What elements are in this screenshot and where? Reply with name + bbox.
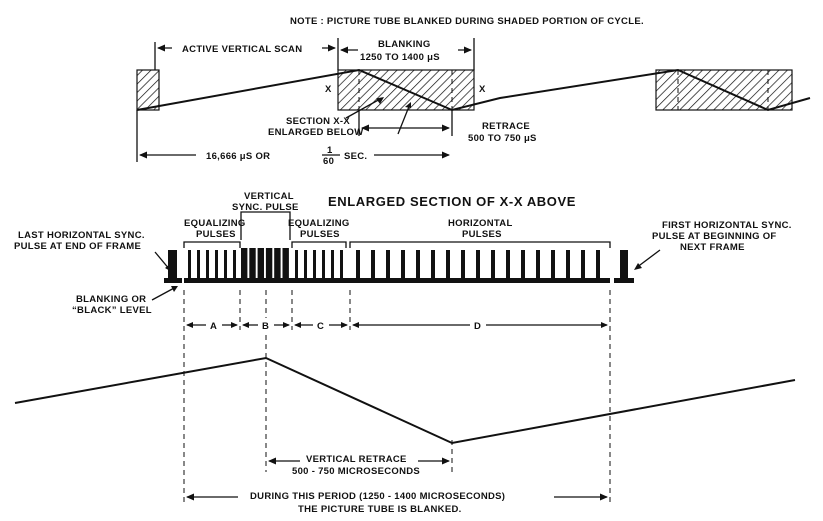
- equalizing-right-label: EQUALIZING: [288, 218, 350, 229]
- enlarged-section-title: ENLARGED SECTION OF X-X ABOVE: [328, 194, 576, 209]
- fraction-numerator: 1: [327, 145, 333, 156]
- horizontal-pulse: [491, 250, 495, 278]
- blanked-period-label: DURING THIS PERIOD (1250 - 1400 MICROSEC…: [250, 491, 505, 502]
- equalizing-pulse: [188, 250, 191, 278]
- blanking-level-label: BLANKING OR: [76, 294, 146, 305]
- first-horizontal-sync-pulse: [620, 250, 628, 283]
- horizontal-pulse: [401, 250, 405, 278]
- horizontal-pulse: [536, 250, 540, 278]
- note-text: NOTE : PICTURE TUBE BLANKED DURING SHADE…: [290, 16, 644, 27]
- last-sync-end-label: PULSE AT END OF FRAME: [14, 241, 141, 252]
- equalizing-pulse: [340, 250, 343, 278]
- sawtooth-waveform-top: [136, 68, 811, 112]
- pulse-train: [164, 248, 634, 283]
- enlarged-section: ENLARGED SECTION OF X-X ABOVE VERTICAL S…: [14, 191, 792, 505]
- equalizing-pulse: [331, 250, 334, 278]
- horizontal-label: HORIZONTAL: [448, 218, 513, 229]
- vertical-sync-serration: [282, 248, 289, 278]
- x-marker-right: X: [479, 84, 486, 95]
- top-sawtooth-diagram: ACTIVE VERTICAL SCAN BLANKING 1250 TO 14…: [136, 38, 811, 167]
- retrace-duration-label: 500 TO 750 μS: [468, 133, 537, 144]
- horizontal-pulse: [431, 250, 435, 278]
- vertical-retrace-duration-label: 500 - 750 MICROSECONDS: [292, 466, 420, 477]
- bottom-sawtooth-diagram: VERTICAL RETRACE 500 - 750 MICROSECONDS …: [14, 356, 796, 515]
- vertical-sync-serration: [274, 248, 281, 278]
- vertical-sync-serration: [241, 248, 248, 278]
- tube-blanked-label: THE PICTURE TUBE IS BLANKED.: [298, 504, 462, 515]
- equalizing-pulse: [206, 250, 209, 278]
- horizontal-pulse: [596, 250, 600, 278]
- horizontal-pulse: [551, 250, 555, 278]
- segment-a-label: A: [210, 321, 217, 332]
- seconds-label: SEC.: [344, 151, 367, 162]
- vertical-retrace-label: VERTICAL RETRACE: [306, 454, 407, 465]
- retrace-label: RETRACE: [482, 121, 530, 132]
- vertical-sync-serration: [265, 248, 273, 278]
- sync-pulse-label: SYNC. PULSE: [232, 202, 299, 213]
- equalizing-pulse: [233, 250, 236, 278]
- blanking-region-left: [136, 69, 160, 111]
- fraction-denominator: 60: [323, 156, 334, 167]
- horizontal-pulse: [446, 250, 450, 278]
- horizontal-pulse: [461, 250, 465, 278]
- equalizing-left-pulses-label: PULSES: [196, 229, 236, 240]
- blanking-pedestal: [184, 278, 610, 283]
- black-level-label: “BLACK” LEVEL: [72, 305, 152, 316]
- equalizing-pulse: [313, 250, 316, 278]
- equalizing-pulse: [295, 250, 298, 278]
- active-vertical-scan-label: ACTIVE VERTICAL SCAN: [182, 44, 302, 55]
- equalizing-pulse: [224, 250, 227, 278]
- equalizing-pulse: [197, 250, 200, 278]
- last-sync-pedestal: [164, 278, 182, 283]
- enlarged-below-label: ENLARGED BELOW: [268, 127, 364, 138]
- equalizing-left-label: EQUALIZING: [184, 218, 246, 229]
- horizontal-pulse: [566, 250, 570, 278]
- section-xx-label: SECTION X-X: [286, 116, 350, 127]
- x-marker-left: X: [325, 84, 332, 95]
- horizontal-pulse: [476, 250, 480, 278]
- first-sync-beginning-label: PULSE AT BEGINNING OF: [652, 231, 777, 242]
- vertical-sync-serration: [249, 248, 256, 278]
- horizontal-pulse: [371, 250, 375, 278]
- horizontal-pulse: [356, 250, 360, 278]
- equalizing-right-pulses-label: PULSES: [300, 229, 340, 240]
- period-label: 16,666 μS OR: [206, 151, 270, 162]
- horizontal-pulse: [521, 250, 525, 278]
- sawtooth-waveform-bottom: [14, 356, 796, 445]
- horizontal-pulses-label: PULSES: [462, 229, 502, 240]
- segment-b-label: B: [262, 321, 269, 332]
- first-sync-next-frame-label: NEXT FRAME: [680, 242, 745, 253]
- vertical-sync-label: VERTICAL: [244, 191, 294, 202]
- equalizing-pulse: [304, 250, 307, 278]
- last-sync-label: LAST HORIZONTAL SYNC.: [18, 230, 145, 241]
- equalizing-pulse: [322, 250, 325, 278]
- horizontal-pulse: [506, 250, 510, 278]
- segment-d-label: D: [474, 321, 481, 332]
- blanking-duration-label: 1250 TO 1400 μS: [360, 52, 440, 63]
- blanking-label: BLANKING: [378, 39, 431, 50]
- equalizing-pulse: [215, 250, 218, 278]
- horizontal-pulse: [416, 250, 420, 278]
- first-sync-label: FIRST HORIZONTAL SYNC.: [662, 220, 792, 231]
- horizontal-pulse: [386, 250, 390, 278]
- horizontal-pulse: [581, 250, 585, 278]
- vertical-sync-serration: [257, 248, 264, 278]
- last-horizontal-sync-pulse: [168, 250, 177, 283]
- segment-c-label: C: [317, 321, 324, 332]
